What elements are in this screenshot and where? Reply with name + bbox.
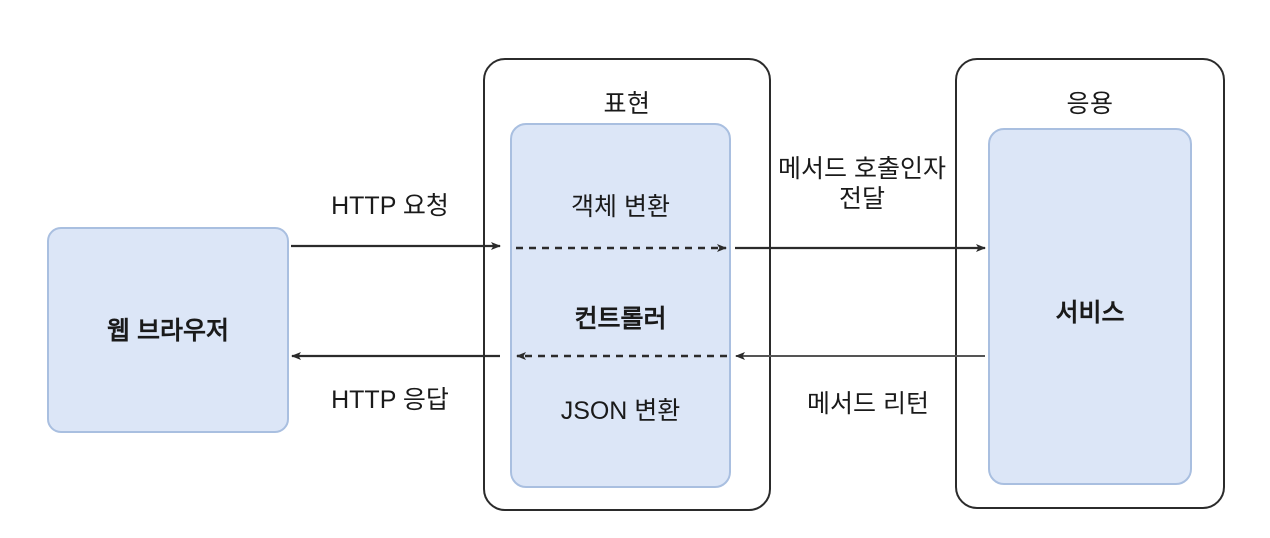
edge-label-method-call: 메서드 호출인자 전달 xyxy=(778,155,946,213)
node-service-label: 서비스 xyxy=(1055,299,1125,327)
edge-label-http-response: HTTP 응답 xyxy=(331,386,449,414)
node-controller-bottom-label: JSON 변환 xyxy=(560,397,681,425)
node-controller[interactable]: 객체 변환 컨트롤러 JSON 변환 xyxy=(510,123,731,488)
layer-presentation-title: 표현 xyxy=(603,90,651,118)
node-service[interactable]: 서비스 xyxy=(988,128,1192,485)
node-web-browser-label: 웹 브라우저 xyxy=(107,317,229,345)
edge-label-http-request: HTTP 요청 xyxy=(331,192,449,220)
node-controller-top-label: 객체 변환 xyxy=(571,193,670,221)
layer-application-title: 응용 xyxy=(1066,90,1114,118)
node-controller-label: 컨트롤러 xyxy=(574,305,667,333)
node-web-browser[interactable]: 웹 브라우저 xyxy=(47,227,289,433)
edge-label-method-return: 메서드 리턴 xyxy=(807,390,929,418)
